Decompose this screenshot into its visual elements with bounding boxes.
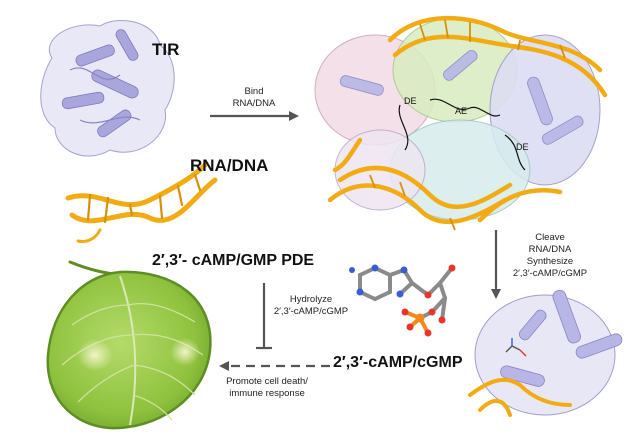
hydrolyze-step-label: Hydrolyze 2′,3′-cAMP/cGMP — [266, 294, 356, 318]
camp-molecule — [349, 264, 456, 337]
bind-line-2: RNA/DNA — [232, 98, 276, 109]
inhibition-bar — [256, 283, 272, 350]
rna-dna-label: RNA/DNA — [190, 156, 269, 175]
rna-dna-helix — [65, 162, 218, 244]
hydrolyze-line-1: Hydrolyze — [289, 294, 333, 305]
pde-label: 2′,3′- cAMP/GMP PDE — [152, 252, 315, 269]
promote-line-2: immune response — [229, 388, 305, 399]
cleave-line-2: RNA/DNA — [528, 244, 572, 255]
bind-line-1: Bind — [244, 86, 264, 97]
promote-step-label: Promote cell death/ immune response — [212, 376, 322, 400]
hydrolyze-line-2: 2′,3′-cAMP/cGMP — [273, 306, 349, 317]
de-left-label: DE — [404, 96, 417, 106]
product-label: 2′,3′-cAMP/cGMP — [333, 354, 463, 371]
plant-leaf — [46, 260, 212, 430]
cleave-line-4: 2′,3′-cAMP/cGMP — [512, 268, 588, 279]
bind-step-label: Bind RNA/DNA — [224, 86, 284, 110]
tir-label: TIR — [152, 40, 180, 59]
arrows — [210, 111, 501, 371]
cleave-step-label: Cleave RNA/DNA Synthesize 2′,3′-cAMP/cGM… — [500, 232, 600, 280]
tir-rna-complex — [314, 15, 608, 231]
tir-protein — [40, 19, 175, 157]
de-right-label: DE — [516, 142, 529, 152]
ae-label: AE — [455, 106, 468, 116]
enzyme-product-complex — [468, 289, 623, 417]
cleave-line-3: Synthesize — [526, 256, 574, 267]
cleave-line-1: Cleave — [535, 232, 565, 243]
promote-line-1: Promote cell death/ — [226, 376, 308, 387]
